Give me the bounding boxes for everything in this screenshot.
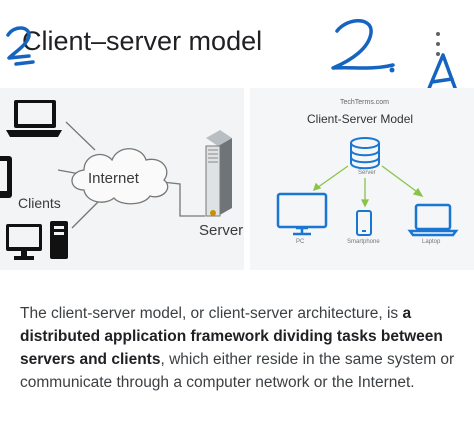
pc-icon <box>276 192 328 236</box>
handwritten-mark-two <box>331 19 395 70</box>
database-icon <box>350 137 380 170</box>
page-title: Client–server model <box>22 26 263 56</box>
clients-label: Clients <box>18 195 61 211</box>
site-label: TechTerms.com <box>340 99 390 106</box>
internet-label: Internet <box>88 170 139 187</box>
laptop-icon <box>6 100 62 137</box>
pc-caption: PC <box>296 239 305 245</box>
more-options-button[interactable] <box>430 32 446 56</box>
diagram-image-right[interactable]: TechTerms.com Client-Server Model Server… <box>250 88 474 270</box>
desktop-icon <box>6 221 68 260</box>
laptop-icon <box>407 203 459 237</box>
server-icon <box>205 130 232 217</box>
smartphone-icon <box>356 210 372 236</box>
internet-cloud-icon <box>71 148 169 205</box>
laptop-caption: Laptop <box>422 239 441 245</box>
diagram-title: Client-Server Model <box>307 112 414 126</box>
smartphone-caption: Smartphone <box>347 239 380 245</box>
server-label: Server <box>199 222 244 239</box>
description-text: The client-server model, or client-serve… <box>20 305 455 391</box>
diagram-image-left[interactable]: Internet Clients Server <box>0 88 244 270</box>
description-highlight: a distributed application framework divi… <box>20 305 443 368</box>
tablet-icon <box>0 156 12 198</box>
more-vert-icon <box>436 32 440 36</box>
server-caption: Server <box>358 170 376 176</box>
